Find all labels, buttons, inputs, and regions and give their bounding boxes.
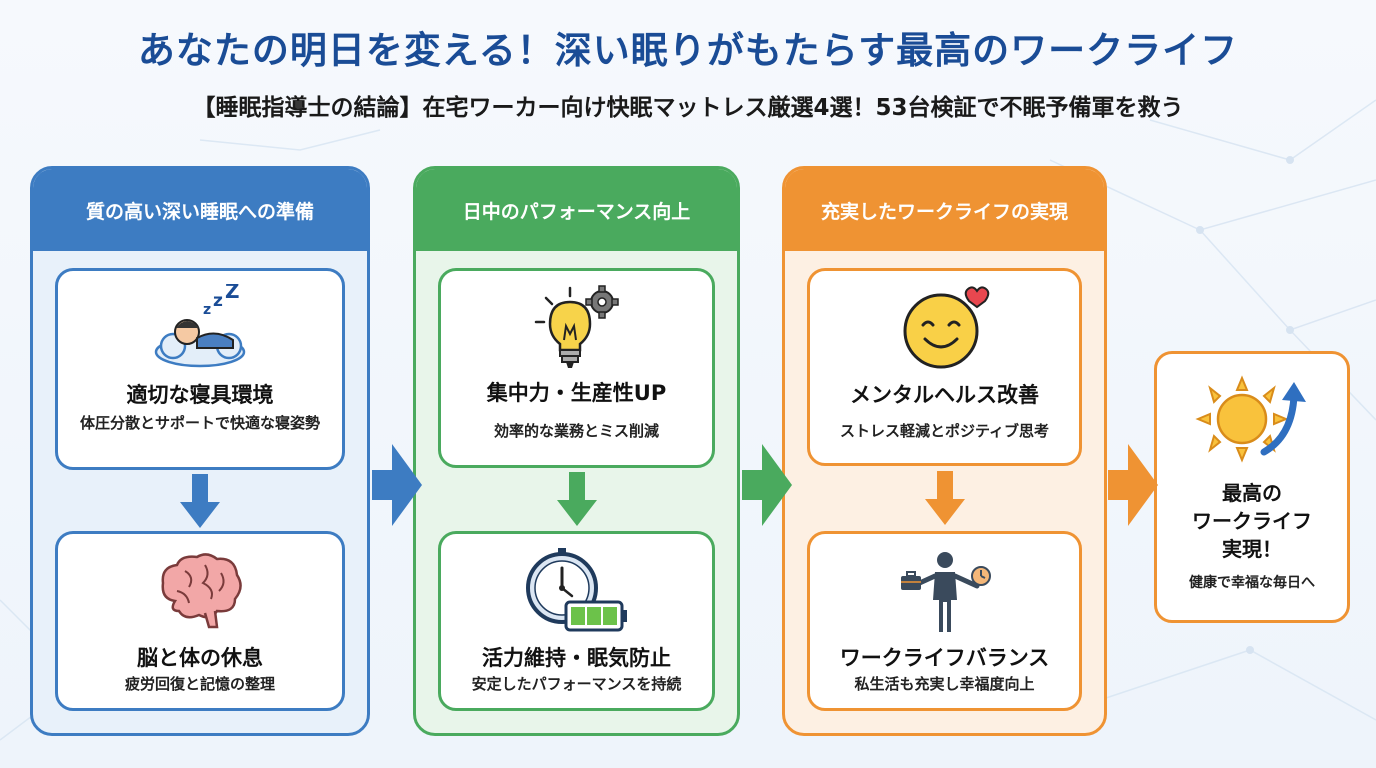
svg-text:z: z xyxy=(203,302,211,318)
svg-text:z: z xyxy=(213,291,223,311)
down-arrow-icon xyxy=(556,472,597,526)
card-title: 活力維持・眠気防止 xyxy=(482,646,671,670)
card-description: 体圧分散とサポートで快適な寝姿勢 xyxy=(79,414,320,432)
card-title: 集中力・生産性UP xyxy=(486,381,667,405)
card-brain-body-rest: 脳と体の休息 疲労回復と記憶の整理 xyxy=(55,531,345,711)
down-arrow-icon xyxy=(180,474,220,528)
card-title: 適切な寝具環境 xyxy=(126,383,274,407)
card-energy-drowsiness: 活力維持・眠気防止 安定したパフォーマンスを持続 xyxy=(438,531,715,711)
column-sleep-preparation: 質の高い深い睡眠への準備 z z Z 適切な寝具環境 体圧分散とサポートで快適な… xyxy=(30,166,370,736)
card-description: 効率的な業務とミス削減 xyxy=(493,422,659,440)
smiley-heart-icon xyxy=(810,283,1079,373)
column-worklife-fulfillment: 充実したワークライフの実現 メンタルヘルス改善 ストレス軽減とポジティブ思考 xyxy=(782,166,1107,736)
right-arrow-orange-icon xyxy=(1108,444,1158,526)
card-description: 私生活も充実し幸福度向上 xyxy=(854,675,1035,693)
final-title: 最高の ワークライフ 実現！ xyxy=(1192,481,1312,561)
card-title: 脳と体の休息 xyxy=(137,646,263,670)
clock-battery-icon xyxy=(441,546,712,636)
page-title: あなたの明日を変える！深い眠りがもたらす最高のワークライフ xyxy=(137,29,1239,72)
column-header: 充実したワークライフの実現 xyxy=(785,169,1104,251)
card-description: ストレス軽減とポジティブ思考 xyxy=(839,422,1050,440)
card-worklife-balance: ワークライフバランス 私生活も充実し幸福度向上 xyxy=(807,531,1082,711)
card-title: ワークライフバランス xyxy=(839,646,1050,670)
final-goal-box: 最高の ワークライフ 実現！ 健康で幸福な毎日へ xyxy=(1154,351,1350,623)
column-header: 質の高い深い睡眠への準備 xyxy=(33,169,367,251)
card-mental-health: メンタルヘルス改善 ストレス軽減とポジティブ思考 xyxy=(807,268,1082,466)
sun-arrow-icon xyxy=(1157,374,1347,464)
card-bedding-environment: z z Z 適切な寝具環境 体圧分散とサポートで快適な寝姿勢 xyxy=(55,268,345,470)
card-focus-productivity: 集中力・生産性UP 効率的な業務とミス削減 xyxy=(438,268,715,468)
card-title: メンタルヘルス改善 xyxy=(850,383,1039,407)
svg-text:Z: Z xyxy=(225,284,240,303)
lightbulb-gear-icon xyxy=(441,283,712,373)
card-description: 安定したパフォーマンスを持続 xyxy=(471,675,682,693)
right-arrow-blue-icon xyxy=(372,444,422,526)
balance-person-icon xyxy=(810,546,1079,636)
page-subtitle: 【睡眠指導士の結論】在宅ワーカー向け快眠マットレス厳選4選！53台検証で不眠予備… xyxy=(192,95,1184,121)
sleeping-person-icon: z z Z xyxy=(58,283,342,373)
down-arrow-icon xyxy=(924,471,965,525)
brain-icon xyxy=(58,546,342,636)
column-daytime-performance: 日中のパフォーマンス向上 xyxy=(413,166,740,736)
right-arrow-green-icon xyxy=(742,444,792,526)
card-description: 疲労回復と記憶の整理 xyxy=(124,675,275,693)
column-header: 日中のパフォーマンス向上 xyxy=(416,169,737,251)
final-description: 健康で幸福な毎日へ xyxy=(1189,575,1315,591)
